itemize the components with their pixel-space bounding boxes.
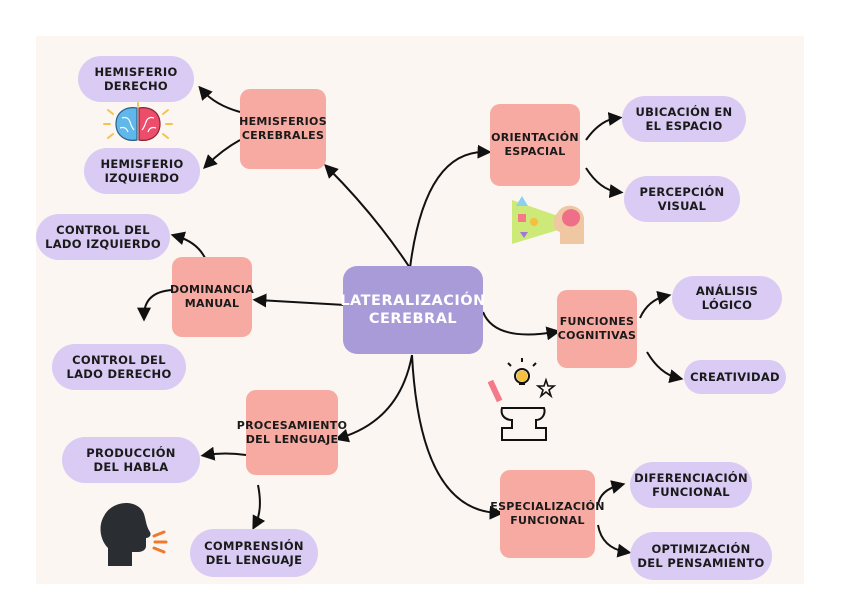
- branch-hemisferios-label: Hemisferios cerebrales: [239, 115, 327, 142]
- edge-funciones-analisis: [639, 290, 672, 319]
- edge-procesamiento-produccion: [200, 446, 247, 461]
- speaking-head-icon: [100, 502, 168, 566]
- branch-orientacion-label: Orientación espacial: [491, 131, 579, 158]
- branch-procesamiento: Procesamiento del lenguaje: [237, 390, 347, 475]
- edge-funciones-creatividad: [646, 351, 684, 384]
- leaf-control-derecho-label: Control del lado derecho: [66, 352, 172, 381]
- leaf-percepcion-visual: Percepción visual: [624, 176, 740, 222]
- leaf-analisis-logico: Análisis lógico: [672, 276, 782, 320]
- central-topic: Lateralización cerebral: [340, 266, 486, 354]
- leaf-ubicacion-espacio: Ubicación en el espacio: [622, 96, 746, 142]
- leaf-control-izquierdo-label: Control del lado izquierdo: [45, 222, 161, 251]
- leaf-comprension-lenguaje-label: Comprensión del lenguaje: [204, 538, 304, 567]
- branch-especializacion-label: Especialización funcional: [490, 500, 605, 527]
- edge-especializacion-diferenciacion: [597, 480, 626, 506]
- edge-hemisferios-izquierdo: [203, 139, 241, 169]
- visual-perception-icon: [512, 196, 584, 244]
- branch-funciones-label: Funciones cognitivas: [557, 315, 637, 342]
- branch-orientacion: Orientación espacial: [490, 104, 580, 186]
- branch-hemisferios: Hemisferios cerebrales: [239, 89, 327, 169]
- edge-dominancia-izquierdo: [170, 231, 206, 259]
- leaf-control-derecho: Control del lado derecho: [52, 344, 186, 390]
- leaf-hemisferio-derecho: Hemisferio derecho: [78, 56, 194, 102]
- edge-hemisferios-derecho: [198, 85, 241, 113]
- leaf-diferenciacion-funcional: Diferenciación funcional: [630, 462, 752, 508]
- edge-center-especializacion: [411, 354, 504, 520]
- leaf-comprension-lenguaje: Comprensión del lenguaje: [190, 529, 318, 577]
- edge-orientacion-ubicacion: [585, 112, 623, 141]
- leaf-ubicacion-espacio-label: Ubicación en el espacio: [635, 104, 733, 133]
- leaf-analisis-logico-label: Análisis lógico: [695, 283, 759, 312]
- leaf-produccion-habla-label: Producción del habla: [86, 445, 176, 474]
- branch-dominancia: Dominancia manual: [169, 257, 255, 337]
- edge-center-funciones: [482, 311, 561, 341]
- branch-procesamiento-label: Procesamiento del lenguaje: [236, 418, 348, 446]
- leaf-produccion-habla: Producción del habla: [62, 437, 200, 483]
- leaf-hemisferio-derecho-label: Hemisferio derecho: [94, 64, 178, 93]
- leaf-hemisferio-izquierdo: Hemisferio izquierdo: [84, 148, 200, 194]
- branch-funciones: Funciones cognitivas: [557, 290, 637, 368]
- edge-orientacion-percepcion: [585, 167, 624, 199]
- leaf-hemisferio-izquierdo-label: Hemisferio izquierdo: [100, 156, 184, 185]
- edge-center-dominancia: [252, 293, 346, 308]
- edge-center-hemisferios: [324, 164, 411, 269]
- branch-dominancia-label: Dominancia manual: [169, 283, 255, 310]
- central-topic-label: Lateralización cerebral: [340, 292, 486, 327]
- leaf-diferenciacion-funcional-label: Diferenciación funcional: [634, 470, 748, 499]
- edge-dominancia-derecho: [137, 289, 173, 322]
- leaf-creatividad-label: Creatividad: [690, 369, 780, 384]
- leaf-percepcion-visual-label: Percepción visual: [639, 184, 725, 213]
- edge-center-orientacion: [409, 144, 492, 269]
- leaf-control-izquierdo: Control del lado izquierdo: [36, 214, 170, 260]
- idea-head-icon: [488, 358, 557, 441]
- edge-center-procesamiento: [334, 354, 413, 443]
- leaf-creatividad: Creatividad: [684, 360, 786, 394]
- leaf-optimizacion-pensamiento: Optimización del pensamiento: [630, 532, 772, 580]
- branch-especializacion: Especialización funcional: [490, 470, 604, 558]
- edge-procesamiento-comprension: [252, 484, 266, 530]
- brain-hemispheres-icon: [103, 102, 173, 141]
- leaf-optimizacion-pensamiento-label: Optimización del pensamiento: [637, 541, 765, 570]
- edge-especializacion-optimizacion: [597, 524, 632, 558]
